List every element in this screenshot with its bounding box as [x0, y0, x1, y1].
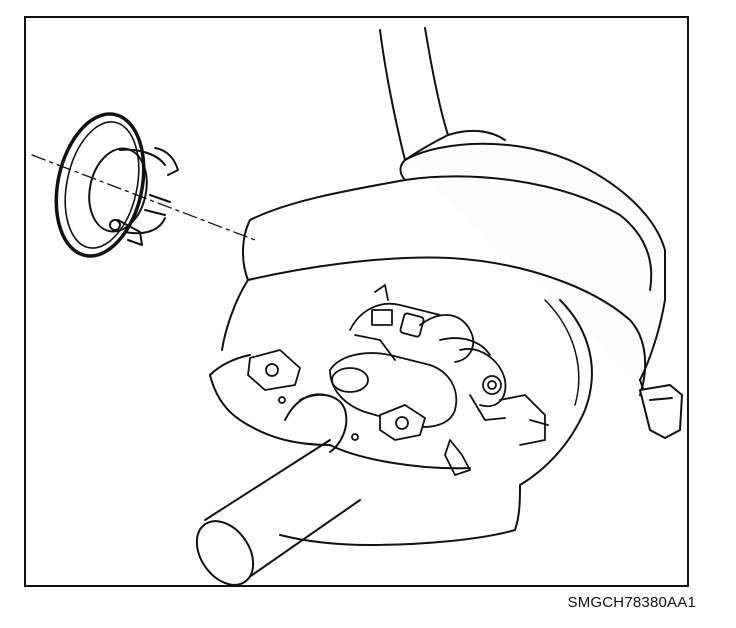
- upper-column-tube: [380, 28, 505, 160]
- ignition-mechanism: [248, 285, 548, 475]
- figure-code-label: SMGCH78380AA1: [567, 594, 696, 611]
- column-cover-housing: [210, 144, 665, 545]
- bulb-socket-icon: [44, 106, 178, 264]
- steering-shaft: [185, 394, 360, 595]
- side-lever-stub: [640, 385, 682, 438]
